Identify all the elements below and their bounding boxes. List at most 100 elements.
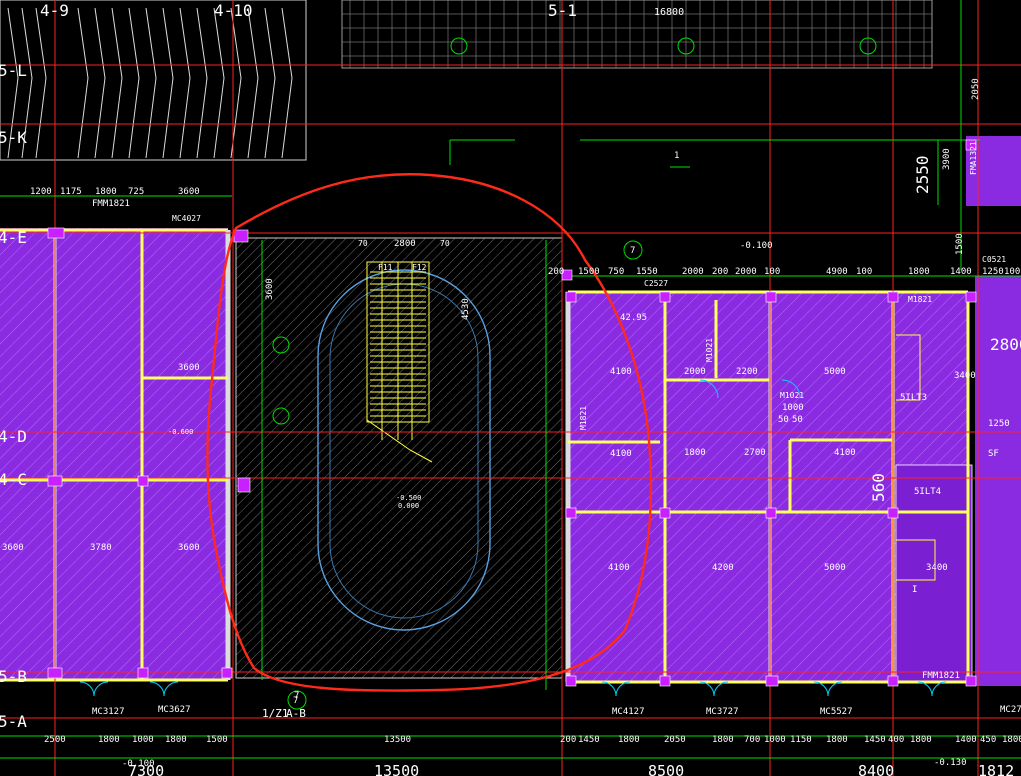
structural-column (565, 507, 577, 519)
ramp-chevron (7, 7, 19, 159)
ramp-chevron (111, 7, 123, 159)
dimension-text: 1150 (790, 735, 812, 745)
ramp-chevron (264, 7, 276, 159)
structural-column (561, 269, 573, 281)
door-tag: MC4027 (172, 214, 201, 223)
dimension-text: 1450 (578, 735, 600, 745)
room-dimension: 3400 (926, 563, 948, 573)
dimension-text: 3900 (942, 148, 952, 170)
dimension-text: 750 (608, 267, 624, 277)
elevation-mark: -0.100 (122, 759, 155, 769)
dimension-text: 1800 (1002, 735, 1021, 745)
dimension-text: 725 (128, 187, 144, 197)
structural-column (965, 139, 977, 151)
door-tag: C0521 (982, 255, 1006, 264)
elevation-mark: -0.100 (740, 241, 773, 251)
dimension-text: 1400 (950, 267, 972, 277)
stair-tag: 5ILT4 (914, 487, 941, 497)
ramp-chevron (21, 7, 33, 159)
ramp-chevron (145, 7, 157, 159)
stair-tag: F12 (412, 263, 427, 272)
room-dimension: 3600 (178, 543, 200, 553)
dimension-text: 1800 (910, 735, 932, 745)
dimension-text: 1800 (165, 735, 187, 745)
door-tag: C2527 (644, 279, 668, 288)
door-tag: MC3627 (158, 705, 191, 715)
dimension-lines (0, 0, 1021, 759)
dimension-text: 1500 (955, 233, 965, 255)
stair-tag: 5ILT3 (900, 393, 927, 403)
structural-column (137, 667, 149, 679)
dimension-text: 1800 (712, 735, 734, 745)
room-dimension: 4100 (834, 448, 856, 458)
dimension-text: 2550 (913, 155, 932, 194)
dimension-text: 200 (548, 267, 564, 277)
marker-number: 1 (674, 151, 679, 161)
dimension-text: 100 (856, 267, 872, 277)
door-tag: M1021 (780, 391, 804, 400)
ramp-chevron (179, 7, 191, 159)
structural-column (887, 675, 899, 687)
structural-column (765, 507, 777, 519)
ramp-chevrons (0, 0, 307, 161)
ramp-chevron (35, 7, 47, 159)
dimension-text: 1450 (864, 735, 886, 745)
room-dimension: 2200 (736, 367, 758, 377)
grid-label: 7 (293, 696, 298, 706)
grid-label: 5-K (0, 128, 27, 147)
grid-bubbles (272, 37, 877, 710)
ramp-chevron (128, 7, 140, 159)
grid-label: 5-1 (548, 1, 577, 20)
dimension-text: 450 (980, 735, 996, 745)
structural-column (137, 475, 149, 487)
ramp-chevron (247, 7, 259, 159)
door-tag: FMM1821 (922, 671, 960, 681)
dimension-text: 1250 (988, 419, 1010, 429)
dimension-text: 1550 (636, 267, 658, 277)
dimension-text: 1250 (982, 267, 1004, 277)
roof-grid-area (341, 0, 933, 69)
ramp-chevron (196, 7, 208, 159)
door-tag: M1821 (579, 406, 588, 430)
dimension-text: 100 (1004, 267, 1020, 277)
overall-dimension: 13500 (374, 762, 419, 776)
central-stair (366, 261, 433, 463)
room-dimension: 2000 (684, 367, 706, 377)
stair-dimension: 4530 (461, 298, 471, 320)
dimension-text: 1800 (618, 735, 640, 745)
dimension-text: 2050 (664, 735, 686, 745)
ramp-chevron (162, 7, 174, 159)
ramp-chevron (77, 7, 89, 159)
structural-column (565, 675, 577, 687)
grid-label: 4-10 (214, 1, 253, 20)
room-dimension: 4100 (608, 563, 630, 573)
dimension-text: 200 (560, 735, 576, 745)
dimension-text: 560 (869, 473, 888, 502)
dimension-text: 200 (712, 267, 728, 277)
door-tag: M1021 (705, 338, 714, 362)
room-dimension: 5000 (824, 563, 846, 573)
overall-dimension: 7300 (128, 762, 164, 776)
dimension-text: 2000 (735, 267, 757, 277)
dimension-text: 2000 (682, 267, 704, 277)
structural-column (565, 291, 577, 303)
door-tag: MC27 (1000, 705, 1021, 715)
far-right-rooms (975, 276, 1021, 686)
dimension-text: 2050 (971, 78, 981, 100)
room-dimension: 4100 (610, 367, 632, 377)
room-dimension: 1800 (684, 448, 706, 458)
dimension-text: 1800 (826, 735, 848, 745)
elevation-mark: -0.500 (396, 494, 421, 502)
structural-column (659, 507, 671, 519)
room-dimension: 3780 (90, 543, 112, 553)
door-tag: FMM1821 (92, 199, 130, 209)
grid-label: 4-E (0, 228, 27, 247)
dimension-text: 1400 (955, 735, 977, 745)
room-dimension: 50 (792, 415, 803, 425)
grid-label: 4-D (0, 427, 27, 446)
dimension-text: 1175 (60, 187, 82, 197)
grid-label: 1/Z1 (262, 707, 289, 720)
